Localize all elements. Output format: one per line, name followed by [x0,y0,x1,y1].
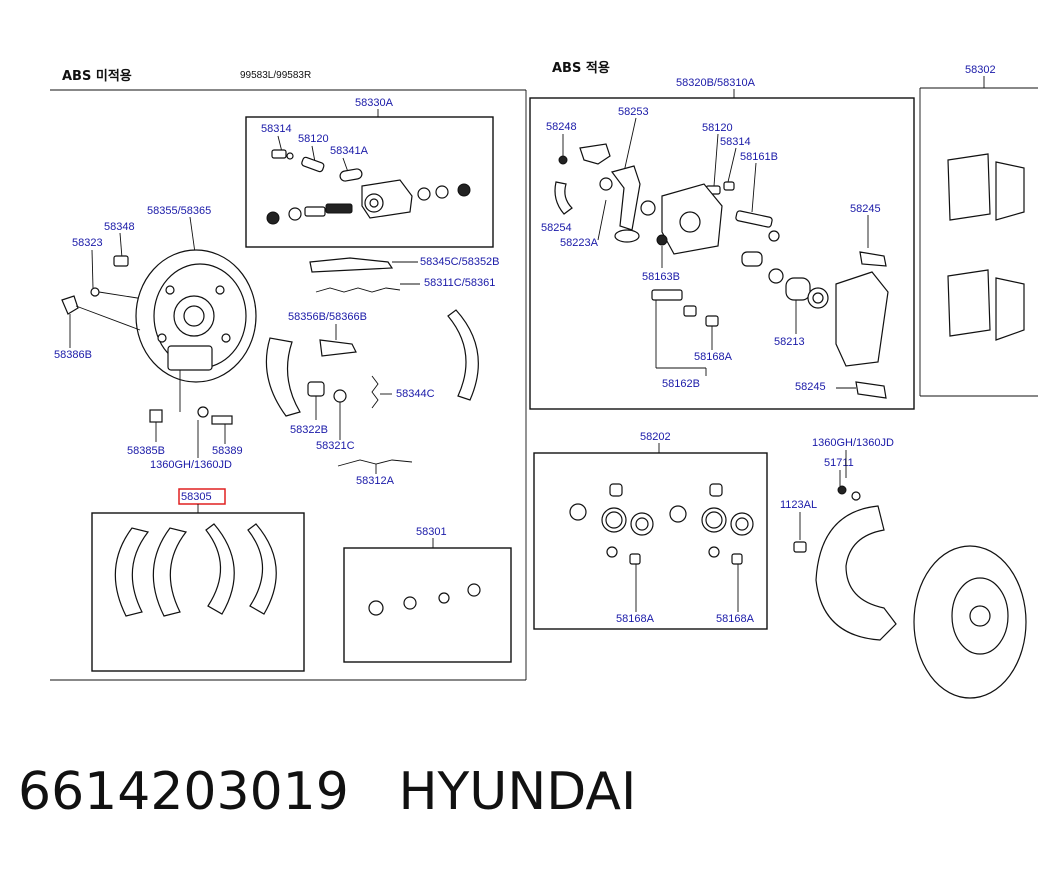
label-58344C: 58344C [396,388,435,400]
cap-icon [368,600,384,616]
label-58355-58365: 58355/58365 [147,205,211,217]
shoe-icon [152,527,188,617]
label-58305: 58305 [181,491,212,503]
label-58345C-58352B: 58345C/58352B [420,256,500,268]
label-58311C-58361: 58311C/58361 [424,277,495,289]
cap-icon [467,583,481,597]
label-1123AL: 1123AL [780,499,817,511]
wheel-cylinder-kit: 58330A 58314 58120 58341A [245,97,494,248]
disc-and-shield: 1360GH/1360JD 51711 1123AL [780,437,1027,699]
dust-boot-icon [741,251,763,267]
strut-icon [319,339,357,357]
product-caption: 6614203019 HYUNDAI [18,762,636,822]
brake-pad-kit-58302: 58302 [919,64,1038,397]
cap-icon [438,592,450,604]
seal-kit-58202: 58202 58168A 58168A [533,431,768,630]
label-58386B: 58386B [54,349,92,361]
label-58314: 58314 [261,123,292,135]
guide-pin-icon [735,210,773,228]
label-58202: 58202 [640,431,671,443]
brake-pad-icon [947,153,991,221]
label-58168A: 58168A [716,613,755,625]
label-58321C: 58321C [316,440,355,452]
adjuster-spring-icon [315,287,401,293]
parking-cable-spring-icon [337,459,413,467]
non-abs-section-title: ABS 미적용 [62,68,132,84]
shoe-icon [205,523,235,615]
label-58330A: 58330A [355,97,394,109]
return-spring-icon [371,375,379,409]
cylinder-body-icon [361,179,413,219]
bolt-icon [651,289,683,301]
parking-lever-icon [610,165,641,231]
spring-icon [554,181,573,215]
label-58245: 58245 [795,381,826,393]
highlight-box [178,488,226,505]
label-58320B-58310A: 58320B/58310A [676,77,756,89]
clip-icon [855,381,887,399]
hardware-kit-58301: 58301 [343,526,512,663]
shoe-icon [114,527,150,617]
brake-pad-icon [995,161,1025,221]
brake-pad-icon [995,277,1025,341]
caliper-bracket-icon [835,271,889,367]
label-1360GH-1360JD: 1360GH/1360JD [150,459,232,471]
bolt-icon [149,409,163,423]
label-58161B: 58161B [740,151,778,163]
brake-shoe-right-icon [447,309,479,401]
non-abs-assembly-number: 99583L/99583R [240,70,311,81]
label-58301: 58301 [416,526,447,538]
brake-pad-icon [947,269,991,337]
spring-cup-icon [307,381,325,397]
label-58385B: 58385B [127,445,165,457]
brake-shoe-kit-58305: 58305 [91,488,305,672]
brake-parts-diagram: ABS 미적용 99583L/99583R ABS 적용 58330A 5831… [50,60,1038,699]
adjuster-bolt-icon [113,255,129,267]
bolt-icon [558,155,568,165]
label-58213: 58213 [774,336,805,348]
brake-shoe-left-icon [265,337,301,417]
cap-icon [403,596,417,610]
dust-shield-icon [815,505,897,641]
brake-hardware: 58345C/58352B 58311C/58361 58356B/58366B… [265,256,500,487]
label-1360GH-1360JD: 1360GH/1360JD [812,437,894,449]
label-58312A: 58312A [356,475,395,487]
label-58302: 58302 [965,64,996,76]
caliper-assembly: 58320B/58310A 58248 58253 58254 58223A 5… [529,77,915,410]
label-58253: 58253 [618,106,649,118]
label-58341A: 58341A [330,145,369,157]
label-58314: 58314 [720,136,751,148]
drum-brake-backing-plate: 58355/58365 58348 58323 58386B 58385B 58… [54,205,257,471]
adjuster-lever-icon [309,257,394,273]
part-number: 6614203019 [18,762,349,822]
label-58168A: 58168A [616,613,655,625]
label-58223A: 58223A [560,237,599,249]
abs-section-title: ABS 적용 [552,60,610,76]
label-58323: 58323 [72,237,103,249]
label-58120: 58120 [702,122,733,134]
bolt-icon [837,485,847,495]
brand-name: HYUNDAI [398,762,637,822]
label-58389: 58389 [212,445,243,457]
label-58248: 58248 [546,121,577,133]
label-58120: 58120 [298,133,329,145]
label-51711: 51711 [824,457,854,469]
label-58245: 58245 [850,203,881,215]
clip-icon [859,251,887,267]
label-58348: 58348 [104,221,135,233]
label-58163B: 58163B [642,271,680,283]
label-58162B: 58162B [662,378,700,390]
piston-icon [785,277,811,301]
bleeder-screw-icon [271,149,294,160]
spring-clip-icon [61,295,79,315]
bracket-icon [579,143,611,165]
washer-icon [90,287,100,297]
label-58254: 58254 [541,222,572,234]
label-58168A: 58168A [694,351,733,363]
shoe-icon [247,523,277,615]
label-58356B-58366B: 58356B/58366B [288,311,367,323]
nut-icon [197,406,209,418]
label-58322B: 58322B [290,424,328,436]
